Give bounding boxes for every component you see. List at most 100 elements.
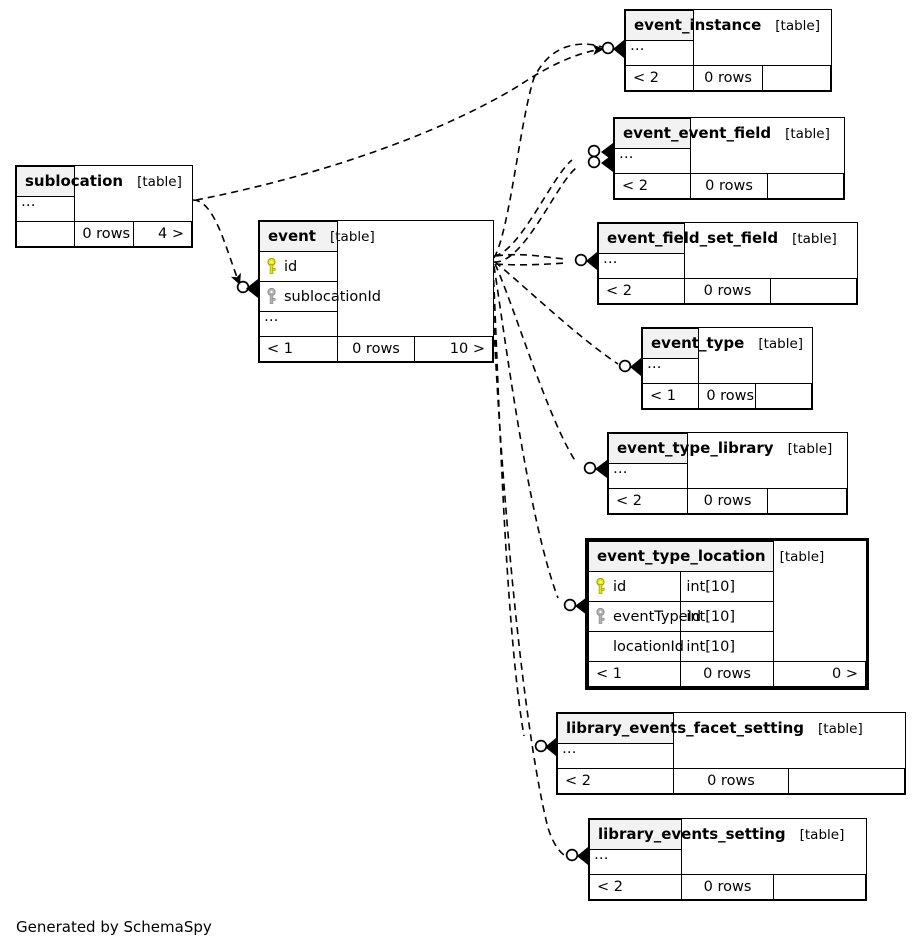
edge-event-event_event_field-b [493, 167, 577, 263]
more-columns-cell[interactable]: … [557, 742, 674, 769]
table-type-tag: [table] [799, 826, 845, 843]
more-columns-row[interactable]: … [589, 848, 866, 875]
more-columns-row[interactable]: … [607, 461, 847, 489]
column-row[interactable]: id [259, 251, 493, 282]
table-header-cell: sublocation[table] [15, 166, 182, 197]
footer-children-cell [761, 65, 832, 91]
table-type-tag: [table] [137, 173, 182, 190]
edge-event-library_events_setting [491, 267, 565, 856]
footer-parents-cell: < 2 [624, 65, 695, 91]
more-columns-row[interactable]: … [259, 310, 493, 337]
column-type-cell: int[10] [680, 631, 774, 662]
table-type-tag: [table] [779, 548, 825, 565]
table-title: event_type_location [597, 546, 766, 565]
footer-children-cell: 10 > [414, 336, 493, 362]
footer-children-cell [770, 278, 857, 304]
ellipsis-label: … [619, 146, 634, 162]
more-columns-cell[interactable]: … [598, 251, 685, 279]
footer-rowcount-cell: 0 rows [672, 768, 790, 794]
edge-endpoint-circle [587, 155, 601, 169]
more-columns-cell[interactable]: … [613, 146, 692, 174]
table-header-row: event_field_set_field[table] [598, 223, 857, 254]
footer-children-cell [766, 488, 848, 514]
more-columns-cell[interactable]: … [607, 461, 689, 489]
table-header-row: library_events_setting [table] [589, 819, 866, 850]
edge-endpoint-circle [236, 280, 250, 294]
footer-parents-cell: < 2 [613, 173, 692, 199]
table-type-tag: [table] [758, 335, 804, 352]
footer-rowcount-cell: 0 rows [698, 383, 756, 409]
column-label: sublocationId [284, 288, 381, 305]
table-header-cell: event_field_set_field[table] [598, 223, 837, 254]
table-type-tag: [table] [329, 228, 375, 245]
more-columns-cell[interactable]: … [641, 357, 700, 384]
footer-parents-cell: < 1 [259, 336, 338, 362]
more-columns-row[interactable]: … [598, 251, 857, 279]
footer-rowcount-cell: 0 rows [690, 173, 768, 199]
column-name-cell[interactable]: id [259, 251, 338, 282]
table-title: event [268, 226, 316, 245]
edge-endpoint-circle [563, 598, 577, 612]
table-type-tag: [table] [818, 720, 863, 737]
column-name-cell[interactable]: eventTypeId [587, 601, 701, 632]
table-header-row: event_instance[table] [624, 10, 831, 41]
more-columns-cell[interactable]: … [259, 310, 338, 337]
more-columns-cell[interactable]: … [589, 848, 682, 875]
more-columns-cell[interactable]: … [15, 195, 76, 222]
more-columns-row[interactable]: … [641, 357, 812, 384]
column-row[interactable]: sublocationId [259, 281, 493, 312]
column-type-cell: int[10] [680, 601, 774, 632]
ellipsis-label: … [603, 251, 618, 267]
edge-event-event_type_library [494, 263, 577, 463]
edge-event-event_field_set_field-a [495, 253, 567, 260]
footer-parents-cell: < 2 [589, 874, 682, 900]
table-header-row: event_event_field[table] [613, 118, 844, 149]
footer-children-cell: 0 > [772, 661, 867, 687]
more-columns-row[interactable]: … [557, 742, 905, 769]
ellipsis-label: … [613, 461, 628, 477]
table-title: library_events_setting [598, 824, 786, 843]
foreign-key-icon [595, 608, 606, 625]
more-columns-row[interactable]: … [15, 195, 192, 222]
edge-endpoint-circle [583, 461, 597, 475]
column-name-cell[interactable]: sublocationId [259, 281, 381, 312]
table-header-row: event_type_library[table] [607, 433, 847, 464]
table-header-cell: event_type_library[table] [607, 433, 832, 464]
column-label: id [613, 578, 627, 595]
column-label: eventTypeId [613, 608, 702, 625]
footer-rowcount-cell: 0 rows [74, 221, 134, 247]
footer-parents-cell: < 2 [598, 278, 685, 304]
table-title: event_type_library [617, 438, 774, 457]
footer-parents-cell: < 1 [587, 661, 682, 687]
more-columns-cell[interactable]: … [624, 39, 695, 66]
no-key-spacer [595, 638, 606, 655]
table-type-tag: [table] [792, 230, 837, 247]
edge-sublocation-event-instance [195, 44, 605, 201]
more-columns-row[interactable]: … [613, 146, 844, 174]
more-columns-row[interactable]: … [624, 39, 831, 66]
edge-endpoint-circle [534, 739, 548, 753]
column-name-cell[interactable]: locationId [587, 631, 684, 662]
foreign-key-icon [266, 288, 277, 305]
column-name-cell[interactable]: id [587, 571, 682, 602]
